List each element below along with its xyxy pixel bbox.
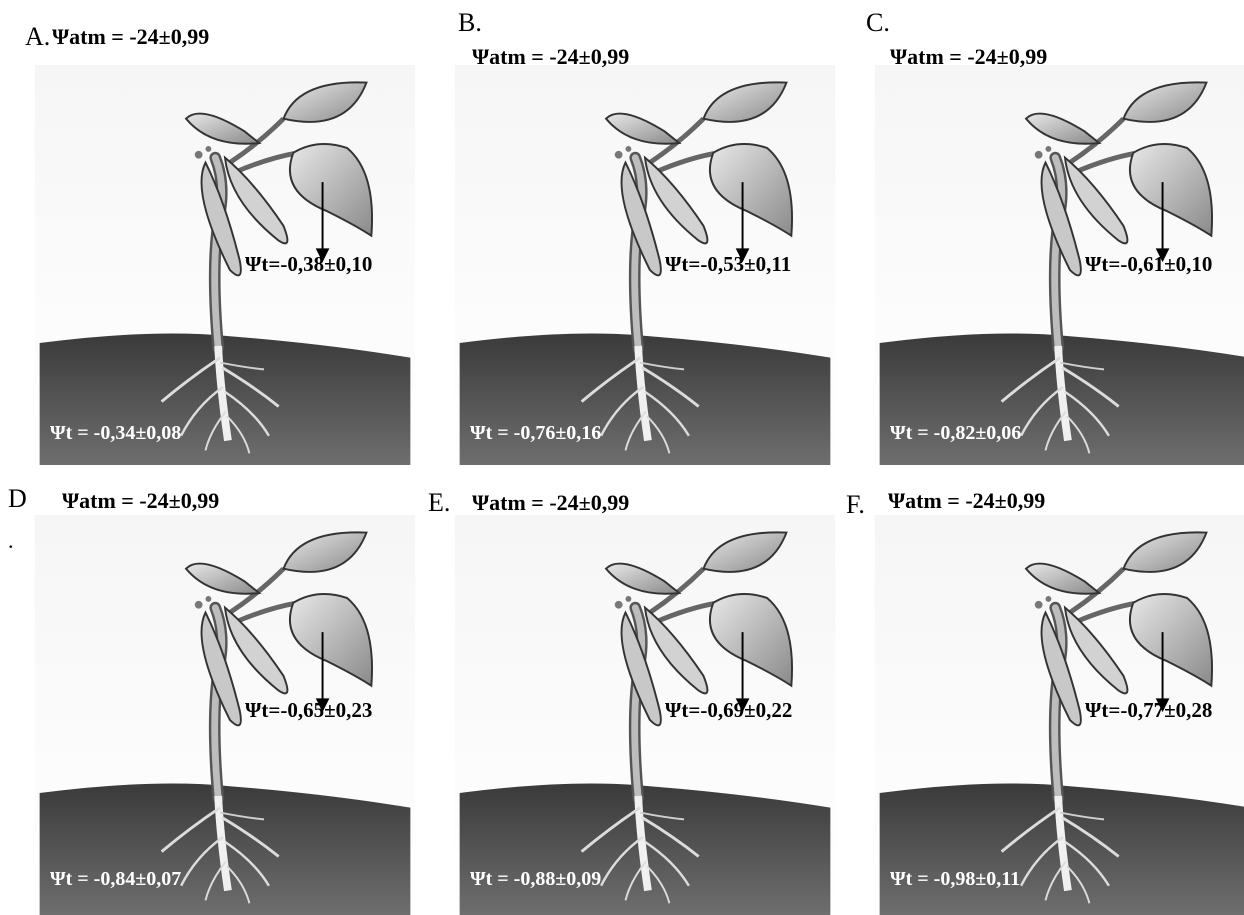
psi-atm-label: Ψatm = -24±0,99 <box>62 488 219 514</box>
panel-letter: A. <box>25 22 50 52</box>
psi-atm-label: Ψatm = -24±0,99 <box>52 24 209 50</box>
psi-leaf-label: Ψt=-0,65±0,23 <box>245 698 372 723</box>
psi-soil-label: Ψt = -0,34±0,08 <box>50 422 181 445</box>
psi-leaf-label: Ψt=-0,61±0,10 <box>1085 252 1212 277</box>
psi-leaf-label: Ψt=-0,53±0,11 <box>665 252 791 277</box>
panel-letter: B. <box>458 8 482 38</box>
panel-f: F. Ψatm = -24±0,99 Ψt=-0,77±0,28 Ψt = -0… <box>840 470 1240 910</box>
psi-leaf-label: Ψt=-0,38±0,10 <box>245 252 372 277</box>
psi-leaf-label: Ψt=-0,77±0,28 <box>1085 698 1212 723</box>
panel-letter: D <box>8 484 27 514</box>
panel-c: C. Ψatm = -24±0,99 Ψt=-0,61±0,10 Ψt = -0… <box>840 20 1240 460</box>
panel-d: D . Ψatm = -24±0,99 Ψt=-0,65±0,23 Ψt = -… <box>0 470 400 910</box>
panel-e: E. Ψatm = -24±0,99 Ψt=-0,69±0,22 Ψt = -0… <box>420 470 820 910</box>
panel-letter-dot: . <box>8 528 14 554</box>
panel-a: A. Ψatm = -24±0,99 Ψt=-0,38±0,10 Ψt = -0… <box>0 20 400 460</box>
psi-leaf-label: Ψt=-0,69±0,22 <box>665 698 792 723</box>
psi-atm-label: Ψatm = -24±0,99 <box>472 44 629 70</box>
panel-letter: E. <box>428 488 450 518</box>
psi-soil-label: Ψt = -0,84±0,07 <box>50 868 181 891</box>
psi-soil-label: Ψt = -0,98±0,11 <box>890 868 1020 891</box>
psi-soil-label: Ψt = -0,82±0,06 <box>890 422 1021 445</box>
psi-atm-label: Ψatm = -24±0,99 <box>890 44 1047 70</box>
psi-atm-label: Ψatm = -24±0,99 <box>472 490 629 516</box>
psi-soil-label: Ψt = -0,76±0,16 <box>470 422 601 445</box>
panel-b: B. Ψatm = -24±0,99 Ψt=-0,53±0,11 Ψt = -0… <box>420 20 820 460</box>
panel-letter: F. <box>846 490 865 520</box>
psi-atm-label: Ψatm = -24±0,99 <box>888 488 1045 514</box>
panel-letter: C. <box>866 8 890 38</box>
psi-soil-label: Ψt = -0,88±0,09 <box>470 868 601 891</box>
